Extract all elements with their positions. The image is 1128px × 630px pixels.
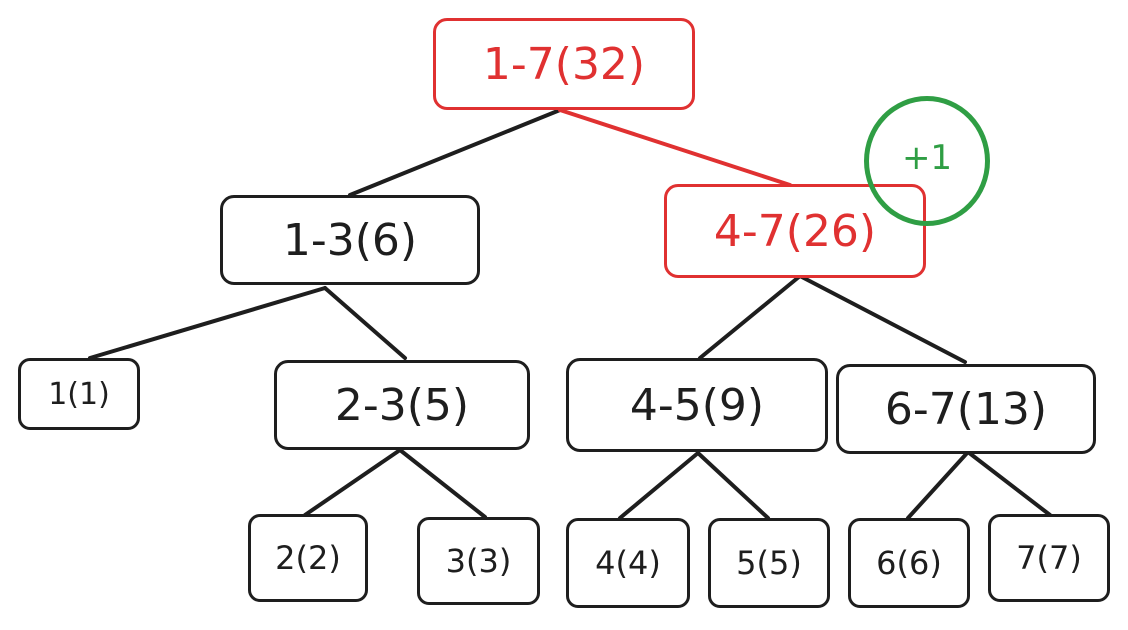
- tree-node-7: 7(7): [988, 514, 1110, 602]
- tree-node-3: 3(3): [417, 517, 540, 605]
- edge-4-5-4: [618, 451, 700, 520]
- increment-badge: +1: [864, 96, 990, 226]
- tree-node-1-3: 1-3(6): [220, 195, 480, 285]
- edge-4-5-5: [696, 451, 770, 520]
- edge-4-7-4-5: [698, 274, 802, 360]
- edge-1-3-1: [88, 286, 327, 360]
- tree-node-4: 4(4): [566, 518, 690, 608]
- edge-6-7-6: [906, 450, 970, 520]
- edge-2-3-2: [303, 448, 402, 517]
- edge-6-7-7: [966, 450, 1052, 517]
- tree-node-4-5: 4-5(9): [566, 358, 828, 452]
- edge-root-4-7: [558, 108, 792, 187]
- tree-node-2-3: 2-3(5): [274, 360, 530, 450]
- edge-root-1-3: [348, 108, 562, 197]
- edge-4-7-6-7: [798, 274, 967, 364]
- edge-2-3-3: [398, 448, 487, 519]
- tree-node-4-7: 4-7(26): [664, 184, 926, 278]
- tree-node-6: 6(6): [848, 518, 970, 608]
- increment-badge-label: +1: [901, 138, 953, 178]
- tree-node-root: 1-7(32): [433, 18, 695, 110]
- tree-node-2: 2(2): [248, 514, 368, 602]
- tree-node-1: 1(1): [18, 358, 140, 430]
- tree-node-5: 5(5): [708, 518, 830, 608]
- edge-1-3-2-3: [323, 286, 407, 360]
- tree-node-6-7: 6-7(13): [836, 364, 1096, 454]
